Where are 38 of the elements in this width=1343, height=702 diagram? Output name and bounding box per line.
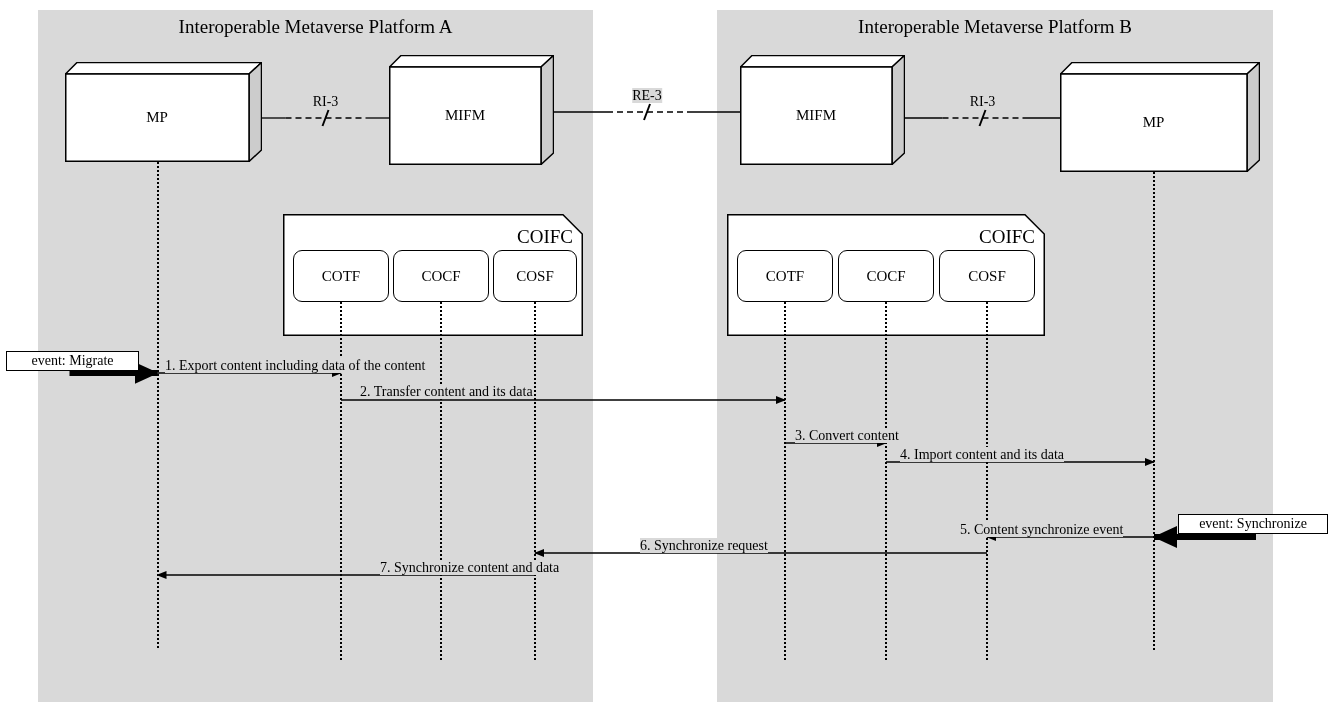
- function-box: COSF: [939, 250, 1035, 302]
- box-label: MIFM: [444, 107, 486, 124]
- message-arrow: [340, 396, 786, 404]
- message-arrow: [784, 439, 887, 447]
- panel-title: Interoperable Metaverse Platform B: [857, 16, 1133, 38]
- container-title: COIFC: [979, 226, 1035, 248]
- panel-title: Interoperable Metaverse Platform A: [177, 16, 454, 38]
- message-arrow: [534, 549, 988, 557]
- box-label: MIFM: [795, 107, 837, 124]
- edge-label: RI-3: [312, 94, 339, 109]
- interface-line: [904, 109, 1061, 127]
- edge-label: 7. Synchronize content and data: [380, 560, 560, 575]
- message-arrow: [156, 571, 536, 579]
- event-box: event: Synchronize: [1178, 514, 1328, 534]
- interface-line: [553, 103, 741, 121]
- edge-label: 4. Import content and its data: [900, 447, 1065, 462]
- message-arrow: [156, 369, 342, 377]
- edge-label: 3. Convert content: [795, 428, 899, 443]
- function-box: COTF: [293, 250, 389, 302]
- interface-line: [261, 109, 390, 127]
- edge-label: RE-3: [632, 88, 662, 103]
- trigger-arrow: [1153, 526, 1256, 548]
- message-arrow: [885, 458, 1155, 466]
- box-label: MP: [145, 109, 169, 126]
- function-box: COCF: [838, 250, 934, 302]
- function-box: COSF: [493, 250, 577, 302]
- edge-label: 6. Synchronize request: [640, 538, 768, 553]
- edge-label: 2. Transfer content and its data: [360, 384, 533, 399]
- event-box: event: Migrate: [6, 351, 139, 371]
- edge-label: 5. Content synchronize event: [960, 522, 1124, 537]
- box-label: MP: [1141, 114, 1166, 131]
- message-arrow: [986, 533, 1155, 541]
- function-box: COCF: [393, 250, 489, 302]
- edge-label: 1. Export content including data of the content: [165, 358, 426, 373]
- edge-label: RI-3: [969, 94, 996, 109]
- function-box: COTF: [737, 250, 833, 302]
- container-title: COIFC: [517, 226, 573, 248]
- trigger-arrow: [69, 362, 159, 384]
